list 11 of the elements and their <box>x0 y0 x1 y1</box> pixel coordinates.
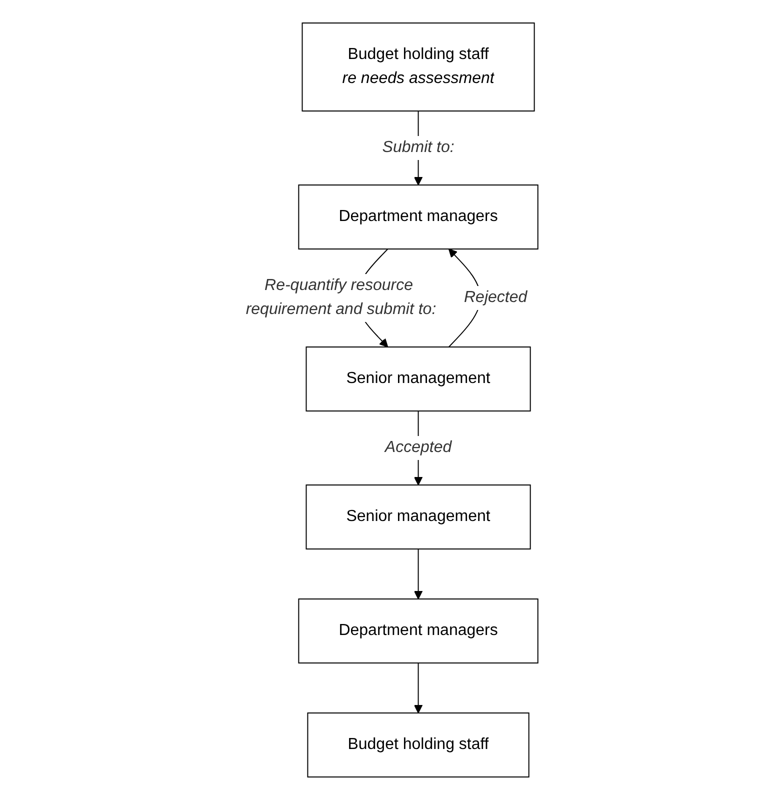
arrow <box>413 548 422 600</box>
edge-label: Rejected <box>464 289 527 306</box>
node-box: Budget holding staff <box>306 712 529 778</box>
node-box: Senior management <box>305 346 530 412</box>
node-box: Department managers <box>298 598 538 664</box>
node-box: Senior management <box>305 484 530 550</box>
node-box: Department managers <box>298 184 538 250</box>
edge-label: Accepted <box>384 439 452 456</box>
edge-label: Submit to: <box>382 139 454 156</box>
edge-label: Re-quantify resource requirement and submit to: <box>245 277 436 318</box>
arrow <box>413 662 422 714</box>
